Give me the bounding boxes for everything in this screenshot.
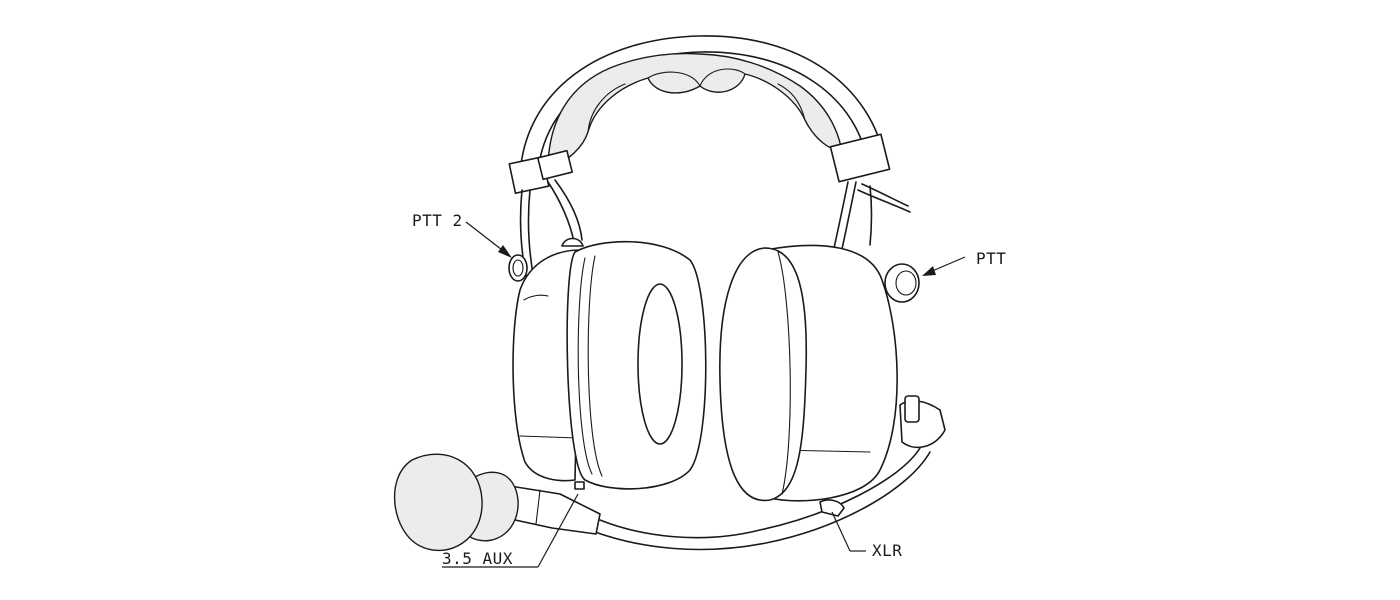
headband-cushion	[547, 52, 843, 171]
xlr-connector	[819, 499, 845, 517]
callout-ptt2-leader	[465, 221, 512, 258]
right-slider-clip	[829, 133, 891, 183]
right-earcup	[719, 244, 946, 502]
right-ear-cushion	[719, 247, 808, 502]
left-ear-opening	[637, 283, 683, 445]
callout-xlr-leader	[831, 511, 866, 552]
headband	[508, 35, 911, 213]
ptt2-button	[508, 254, 528, 282]
callout-aux-leader	[442, 493, 579, 568]
label-ptt: PTT	[976, 249, 1006, 268]
callout-ptt-leader	[922, 256, 966, 276]
ptt-button	[884, 263, 920, 303]
label-xlr: XLR	[872, 541, 902, 560]
left-earcup	[508, 237, 707, 490]
label-aux: 3.5 AUX	[442, 549, 513, 568]
aux-jack	[574, 481, 585, 490]
boom-mic	[393, 447, 931, 552]
label-ptt2: PTT 2	[412, 211, 463, 230]
